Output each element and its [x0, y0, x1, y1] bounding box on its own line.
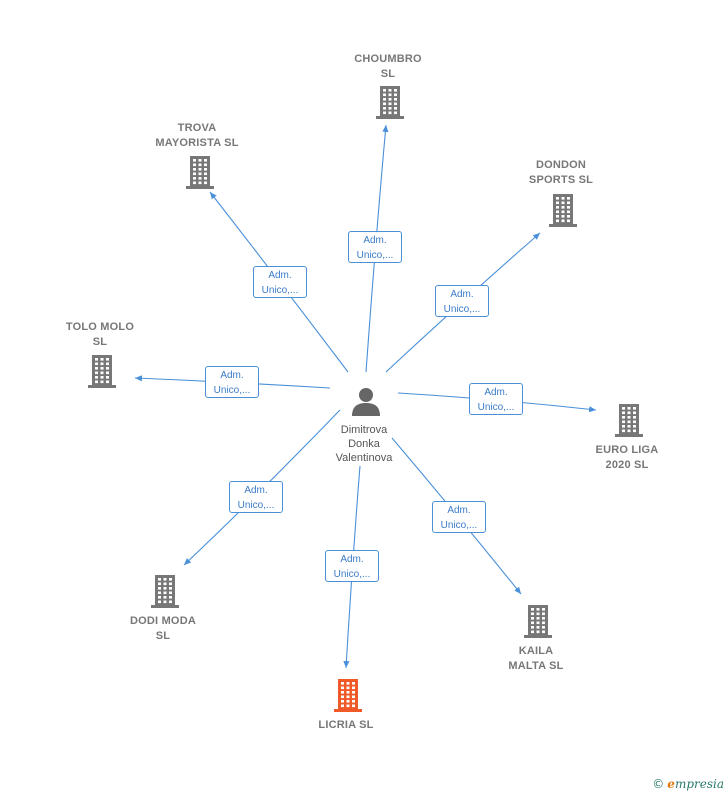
brand-logo-text: mpresia	[674, 777, 724, 791]
relation-label-trova[interactable]: Adm. Unico,...	[253, 266, 307, 298]
building-icon-dodimoda[interactable]	[150, 574, 180, 613]
center-person-name[interactable]: Dimitrova Donka Valentinova	[335, 424, 393, 464]
relation-label-dondon[interactable]: Adm. Unico,...	[435, 285, 489, 317]
company-name-choumbro[interactable]: CHOUMBRO SL	[354, 53, 422, 80]
building-icon-kaila[interactable]	[523, 604, 553, 643]
relation-label-tolomolo[interactable]: Adm. Unico,...	[205, 366, 259, 398]
brand-logo-e: e	[667, 777, 675, 791]
company-name-kaila[interactable]: KAILA MALTA SL	[508, 645, 564, 672]
relation-label-euroliga[interactable]: Adm. Unico,...	[469, 383, 523, 415]
building-icon-licria[interactable]	[333, 678, 363, 717]
person-icon[interactable]	[350, 386, 382, 421]
building-icon-euroliga[interactable]	[614, 403, 644, 442]
company-name-licria[interactable]: LICRIA SL	[318, 719, 374, 731]
copyright-icon: ©	[652, 777, 665, 791]
company-name-trova[interactable]: TROVA MAYORISTA SL	[155, 122, 239, 149]
building-icon-trova[interactable]	[185, 155, 215, 194]
building-icon-choumbro[interactable]	[375, 85, 405, 124]
relation-label-licria[interactable]: Adm. Unico,...	[325, 550, 379, 582]
building-icon-dondon[interactable]	[548, 193, 578, 232]
relation-label-choumbro[interactable]: Adm. Unico,...	[348, 231, 402, 263]
relation-label-dodimoda[interactable]: Adm. Unico,...	[229, 481, 283, 513]
building-icon-tolomolo[interactable]	[87, 354, 117, 393]
company-name-dondon[interactable]: DONDON SPORTS SL	[528, 159, 594, 186]
company-name-dodimoda[interactable]: DODI MODA SL	[130, 615, 196, 642]
brand-footer: ©empresia	[652, 777, 724, 791]
company-name-euroliga[interactable]: EURO LIGA 2020 SL	[595, 444, 659, 471]
company-name-tolomolo[interactable]: TOLO MOLO SL	[65, 321, 135, 348]
relation-label-kaila[interactable]: Adm. Unico,...	[432, 501, 486, 533]
